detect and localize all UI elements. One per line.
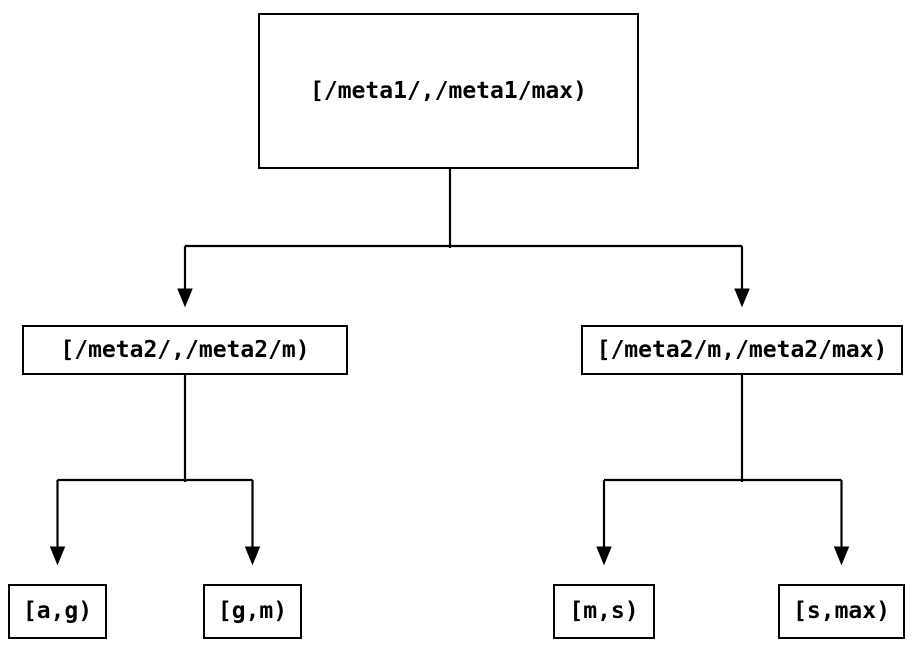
arrowhead-icon (734, 288, 750, 308)
edge-root-to-level2 (177, 169, 750, 308)
arrowhead-icon (244, 546, 261, 566)
arrowhead-icon (49, 546, 66, 566)
arrowhead-icon (177, 288, 193, 308)
node-root: [/meta1/,/meta1/max) (258, 13, 639, 169)
node-leaf-smax: [s,max) (778, 584, 905, 639)
arrowhead-icon (596, 546, 612, 566)
arrowhead-icon (833, 546, 850, 566)
node-meta2-low: [/meta2/,/meta2/m) (22, 325, 348, 375)
node-leaf-ms: [m,s) (553, 584, 655, 639)
node-leaf-ag: [a,g) (8, 584, 107, 639)
edge-line (183, 169, 744, 290)
edge-left-to-leaves (49, 375, 261, 566)
edge-line (56, 375, 254, 548)
edge-right-to-leaves (596, 375, 850, 566)
node-leaf-gm: [g,m) (203, 584, 302, 639)
node-meta2-high: [/meta2/m,/meta2/max) (581, 325, 903, 375)
edge-line (602, 375, 843, 548)
